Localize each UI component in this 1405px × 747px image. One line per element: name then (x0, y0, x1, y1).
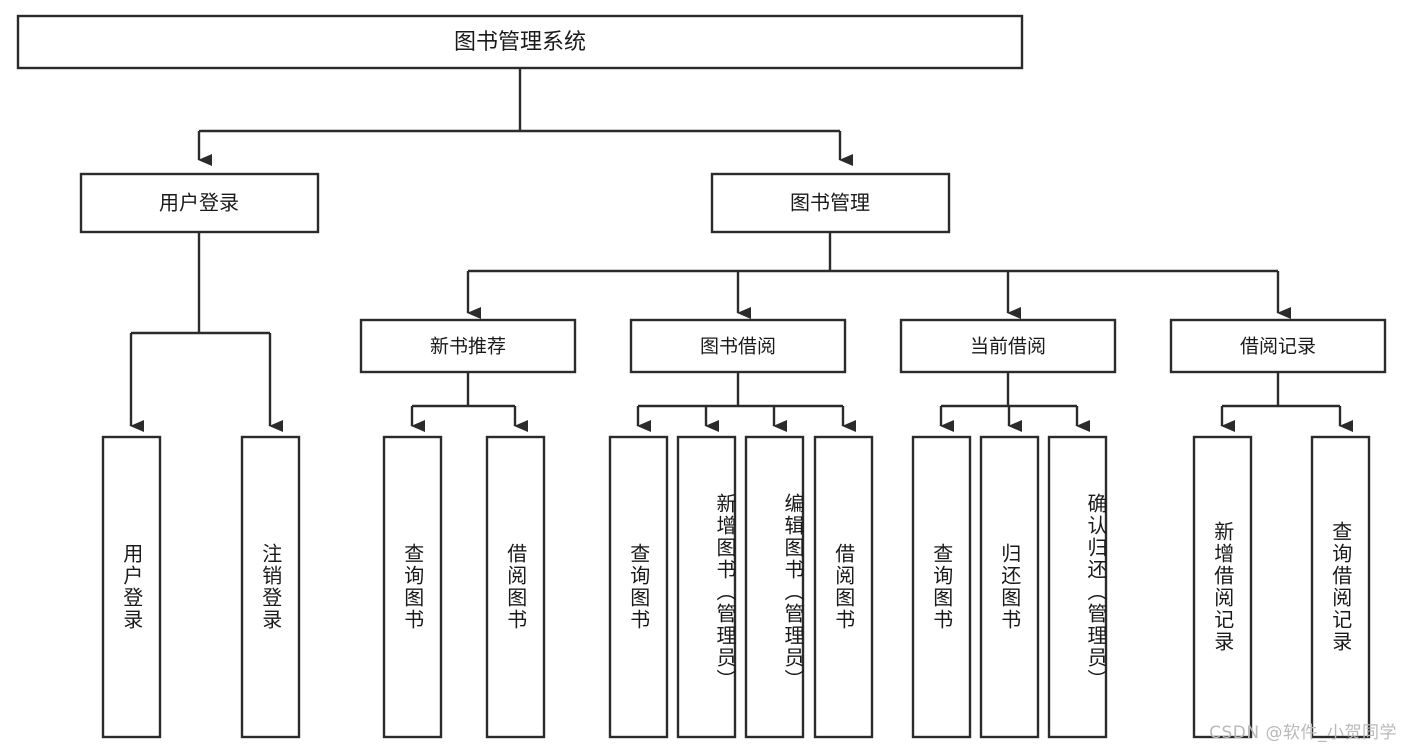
node-borrow-record-label: 借阅记录 (1240, 336, 1316, 358)
node-borrow-record-box[interactable] (1169, 318, 1387, 374)
leaf-box-new-book-borrow[interactable] (485, 435, 546, 739)
node-user-login-label: 用户登录 (159, 191, 239, 215)
node-root-box[interactable] (16, 14, 1024, 70)
node-book-manage-box[interactable] (710, 172, 951, 234)
leaf-box-record-add[interactable] (1192, 435, 1253, 739)
node-current-borrow-label: 当前借阅 (970, 336, 1046, 358)
node-new-book-recommend-box[interactable] (359, 318, 577, 374)
leaf-box-new-book-query[interactable] (382, 435, 443, 739)
leaf-box-current-borrow-query[interactable] (911, 435, 972, 739)
leaf-box-record-query[interactable] (1310, 435, 1371, 739)
leaf-box-book-borrow-add[interactable] (676, 435, 737, 739)
node-root-label: 图书管理系统 (454, 30, 586, 55)
leaf-box-user-login-logout[interactable] (240, 435, 301, 739)
node-current-borrow-box[interactable] (899, 318, 1117, 374)
leaf-box-current-borrow-return[interactable] (979, 435, 1040, 739)
leaf-box-book-borrow-query[interactable] (608, 435, 669, 739)
node-book-borrow-label: 图书借阅 (700, 336, 776, 358)
csdn-watermark: CSDN @软件_小贺同学 (1209, 723, 1397, 743)
node-book-manage-label: 图书管理 (790, 191, 870, 215)
leaf-box-current-borrow-confirm[interactable] (1047, 435, 1108, 739)
node-book-borrow-box[interactable] (629, 318, 847, 374)
leaf-box-user-login-login[interactable] (101, 435, 162, 739)
leaf-box-book-borrow-edit[interactable] (744, 435, 805, 739)
node-new-book-recommend-label: 新书推荐 (430, 336, 506, 358)
leaf-box-book-borrow-lend[interactable] (813, 435, 874, 739)
